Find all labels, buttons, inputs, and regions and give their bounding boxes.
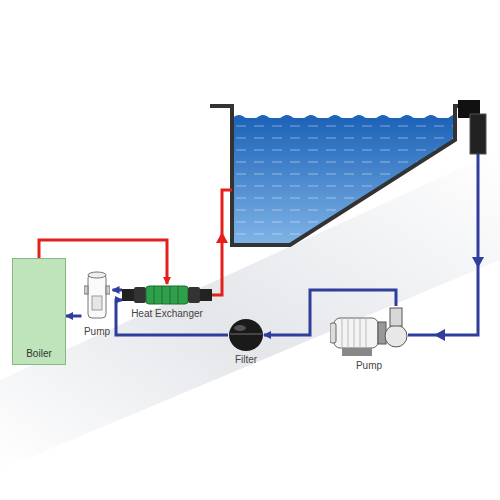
boiler: Boiler bbox=[12, 258, 66, 365]
pipe-connector bbox=[116, 300, 228, 335]
pool-shell bbox=[210, 106, 466, 245]
flow-arrow bbox=[216, 232, 228, 243]
flow-arrow bbox=[472, 257, 484, 268]
return-pipe bbox=[212, 190, 232, 295]
filter-tank bbox=[228, 318, 264, 352]
circulator-pump-node: Pump bbox=[82, 268, 113, 338]
suction-pipe bbox=[408, 154, 478, 335]
part-label: Boiler bbox=[13, 348, 65, 360]
filter-tank-node: Filter bbox=[228, 318, 264, 366]
pool-water bbox=[233, 118, 454, 244]
pipe-connector bbox=[66, 315, 82, 318]
pool-pump-node: Pump bbox=[330, 306, 408, 372]
part-label: Filter bbox=[228, 354, 264, 366]
water-ripples bbox=[233, 118, 454, 244]
pool-pump bbox=[330, 306, 408, 358]
heat-exchanger-node: Heat Exchanger bbox=[122, 284, 212, 320]
part-label: Heat Exchanger bbox=[122, 308, 212, 320]
flow-arrow bbox=[434, 329, 445, 341]
part-label: Pump bbox=[330, 360, 408, 372]
heat-exchanger bbox=[122, 284, 212, 306]
skimmer-box bbox=[470, 114, 486, 154]
circulator-pump bbox=[84, 268, 110, 324]
part-label: Pump bbox=[82, 326, 113, 338]
water-waves bbox=[233, 116, 454, 121]
pipe-connector bbox=[113, 289, 123, 292]
